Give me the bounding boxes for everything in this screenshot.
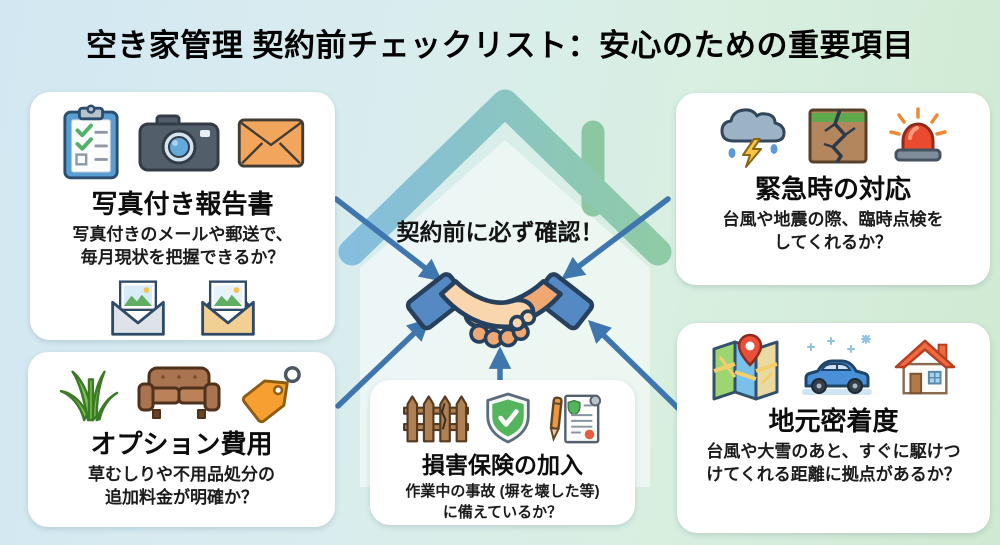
card-desc-line: 追加料金が明確か？: [105, 487, 258, 507]
handshake-icon: [405, 272, 595, 349]
card-icon-row: [400, 390, 606, 446]
center-callout: 契約前に必ず確認！: [396, 219, 604, 245]
card-icon-row: [716, 103, 950, 169]
card-desc-line: 草むしりや不用品処分の: [88, 464, 275, 484]
envelope-icon: [237, 118, 304, 168]
page-title: 空き家管理 契約前チェックリスト：安心のための重要項目: [85, 28, 915, 63]
clipboard-checklist-icon: [62, 104, 119, 180]
card-title: 地元密着度: [768, 406, 899, 436]
card-icon-row: [57, 362, 307, 424]
house-icon: [894, 339, 955, 395]
camera-icon: [138, 114, 219, 172]
card-description: 台風や大雪のあと、すぐに駆けつ けてくれる距離に拠点があるか？: [706, 441, 961, 487]
card-desc-line: 作業中の事故 (塀を壊した等): [405, 483, 600, 501]
card-description: 作業中の事故 (塀を壊した等) に備えているか？: [405, 482, 599, 523]
shield-check-icon: [485, 392, 530, 444]
card-desc-line: 台風や地震の際、臨時点検を: [722, 209, 944, 229]
card-icon-row: [61, 102, 305, 184]
card-desc-line: けてくれる距離に拠点があるか？: [706, 464, 961, 484]
card-desc-line: 台風や大雪のあと、すぐに駆けつ: [706, 441, 961, 461]
card-desc-line: 毎月現状を把握できるか？: [80, 247, 285, 267]
siren-icon: [889, 107, 947, 162]
card-option-costs: オプション費用 草むしりや不用品処分の 追加料金が明確か？: [28, 352, 335, 527]
card-icon-row: [710, 333, 958, 401]
card-liability-insurance: 損害保険の加入 作業中の事故 (塀を壊した等) に備えているか？: [370, 380, 635, 525]
open-mail-photo-orange-icon: [200, 280, 255, 336]
broken-fence-icon: [402, 395, 469, 443]
card-description: 台風や地震の際、臨時点検を してくれるか？: [723, 209, 944, 255]
card-desc-line: 写真付きのメールや郵送で、: [72, 224, 293, 244]
card-title: 緊急時の対応: [754, 174, 911, 204]
car-snow-icon: [801, 335, 872, 395]
storm-cloud-icon: [720, 108, 786, 168]
arrow-from-reports: [333, 196, 443, 282]
card-footer-icon-row: [106, 276, 260, 338]
map-pin-icon: [712, 333, 778, 401]
insurance-document-icon: [549, 394, 601, 444]
card-title: 写真付き報告書: [91, 189, 274, 219]
sofa-icon: [137, 366, 220, 419]
open-mail-photo-gray-icon: [110, 280, 165, 336]
arrow-from-emergency: [561, 196, 671, 280]
card-photo-reports: 写真付き報告書 写真付きのメールや郵送で、 毎月現状を把握できるか？: [30, 92, 335, 340]
price-tag-icon: [241, 366, 301, 424]
card-desc-line: してくれるか？: [774, 232, 892, 252]
arrow-from-options: [335, 318, 431, 409]
card-emergency-response: 緊急時の対応 台風や地震の際、臨時点検を してくれるか？: [676, 93, 990, 285]
card-title: オプション費用: [90, 429, 273, 459]
earthquake-crack-icon: [808, 108, 868, 164]
card-description: 写真付きのメールや郵送で、 毎月現状を把握できるか？: [72, 224, 292, 270]
card-desc-line: に備えているか？: [442, 503, 563, 521]
card-description: 草むしりや不用品処分の 追加料金が明確か？: [88, 464, 275, 510]
card-local-presence: 地元密着度 台風や大雪のあと、すぐに駆けつ けてくれる距離に拠点があるか？: [677, 323, 990, 533]
card-title: 損害保険の加入: [422, 452, 583, 478]
grass-icon: [59, 370, 118, 422]
arrow-from-local: [587, 320, 687, 417]
